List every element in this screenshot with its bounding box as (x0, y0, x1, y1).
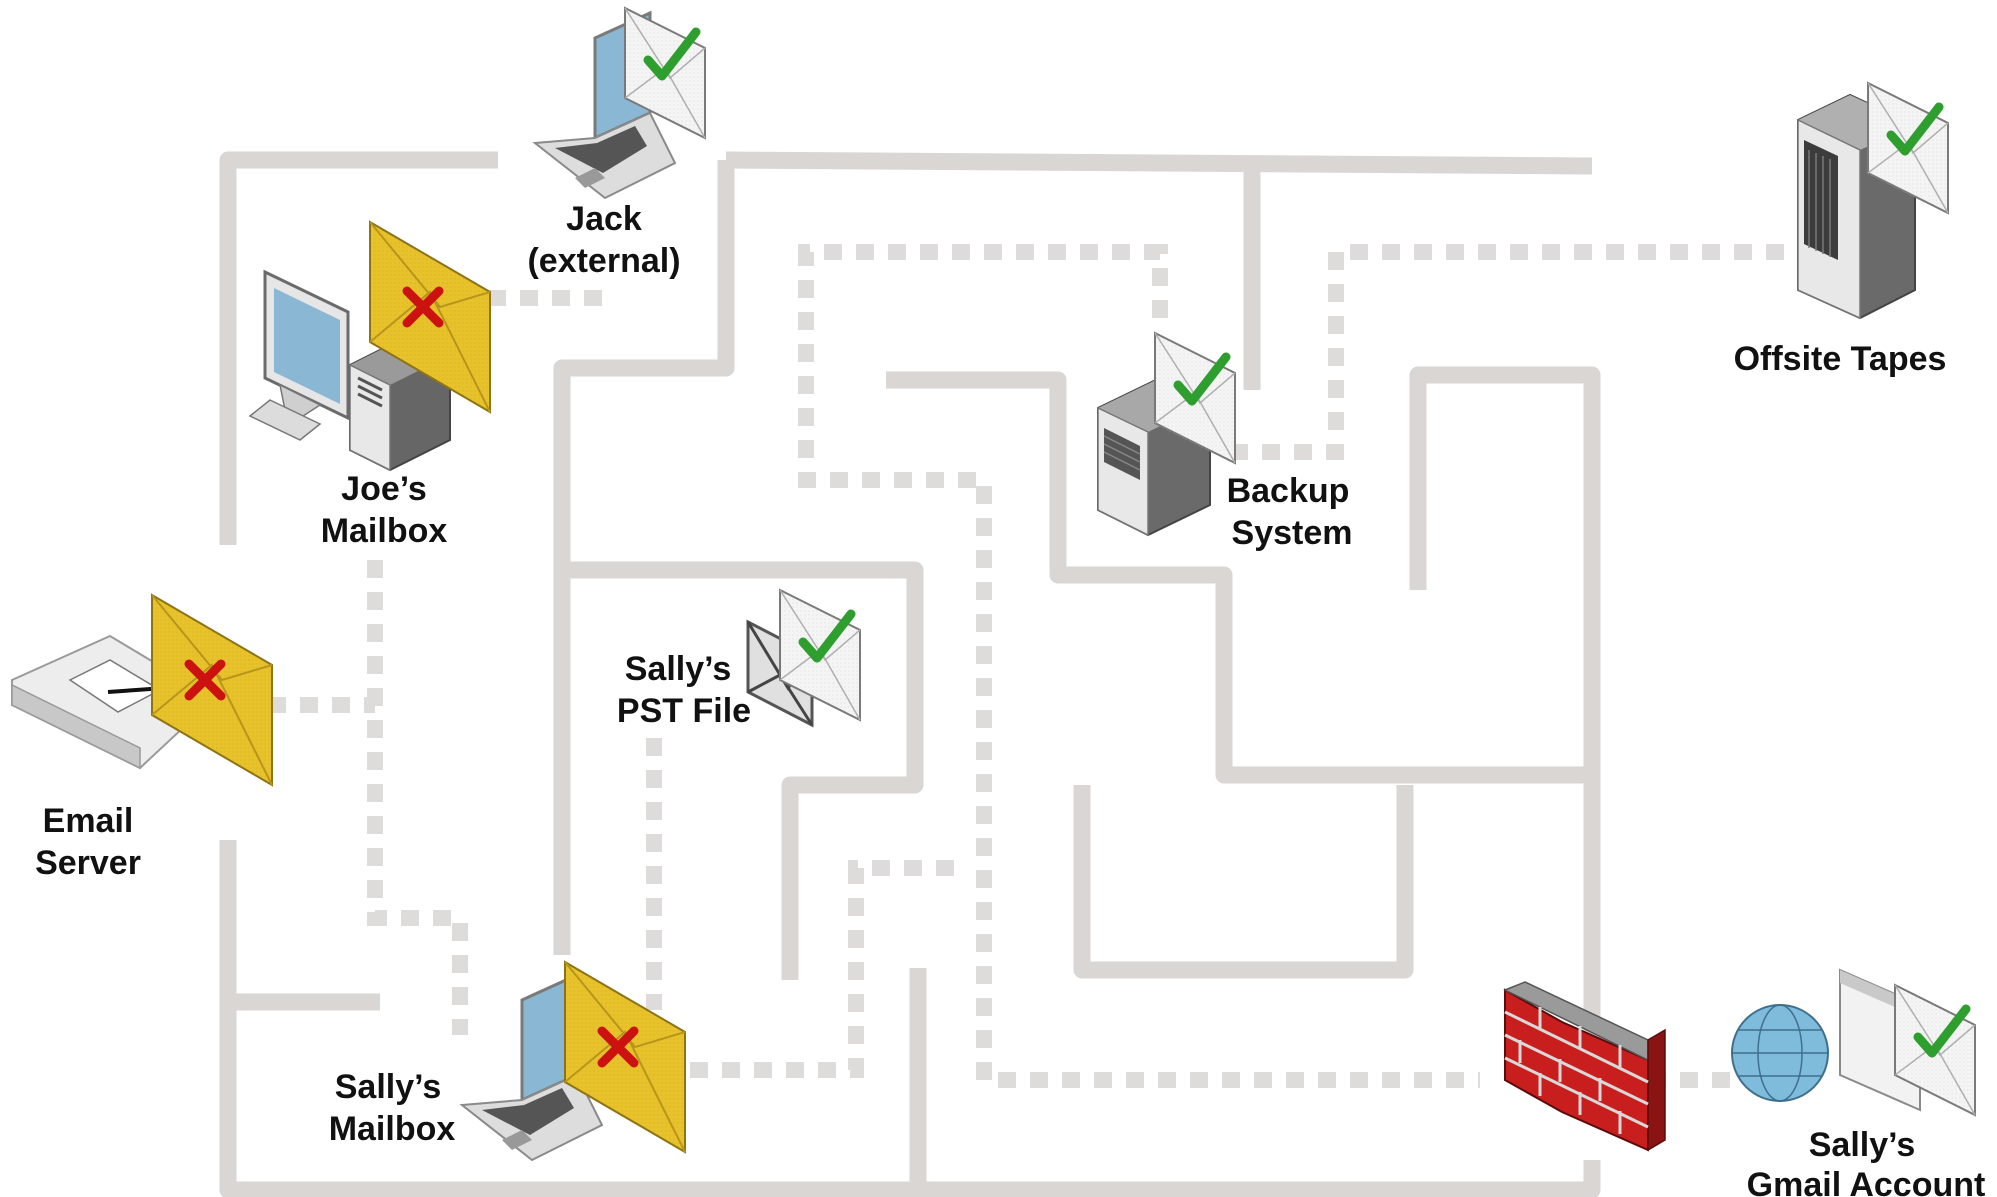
globe-icon (1731, 1004, 1829, 1102)
joes-mailbox-label-2: Mailbox (321, 512, 448, 550)
firewall-icon (1503, 981, 1666, 1152)
joes-mailbox-node[interactable]: Joe’s Mailbox (248, 221, 491, 550)
offsite-tapes-label: Offsite Tapes (1734, 340, 1947, 378)
gmail-label-2: Gmail Account (1747, 1166, 1986, 1197)
sallys-mailbox-node[interactable]: Sally’s Mailbox (329, 961, 686, 1162)
email-server-node[interactable]: Email Server (11, 594, 273, 882)
offsite-tapes-node[interactable]: Offsite Tapes (1734, 82, 1949, 378)
gmail-label-1: Sally’s (1809, 1126, 1915, 1164)
desktop-pc-icon (248, 269, 451, 472)
path-sally-to-backup-loop (690, 860, 960, 1078)
jack-label-2: (external) (527, 242, 680, 280)
path-backup-top (798, 244, 1480, 1088)
jack-label-1: Jack (566, 200, 642, 238)
sallys-gmail-node[interactable]: Sally’s Gmail Account (1731, 968, 1986, 1197)
maze-walls (219, 151, 1601, 1197)
sallys-mailbox-label-1: Sally’s (335, 1068, 441, 1106)
joes-mailbox-label-1: Joe’s (341, 470, 427, 508)
backup-system-node[interactable]: Backup System (1097, 332, 1353, 552)
path-backup-to-tapes (1230, 244, 1790, 460)
pst-label-1: Sally’s (625, 650, 731, 688)
backup-label-2: System (1232, 514, 1353, 552)
sallys-pst-node[interactable]: Sally’s PST File (617, 589, 861, 730)
pst-label-2: PST File (617, 692, 751, 730)
backup-label-1: Backup (1227, 472, 1350, 510)
jack-external-node[interactable]: Jack (external) (527, 7, 706, 280)
yellow-envelope-icon (151, 594, 273, 786)
email-server-label-2: Server (35, 844, 141, 882)
email-server-label-1: Email (43, 802, 134, 840)
path-joe-to-sally (367, 560, 468, 1035)
sallys-mailbox-label-2: Mailbox (329, 1110, 456, 1148)
data-flow-paths (268, 244, 1790, 1088)
